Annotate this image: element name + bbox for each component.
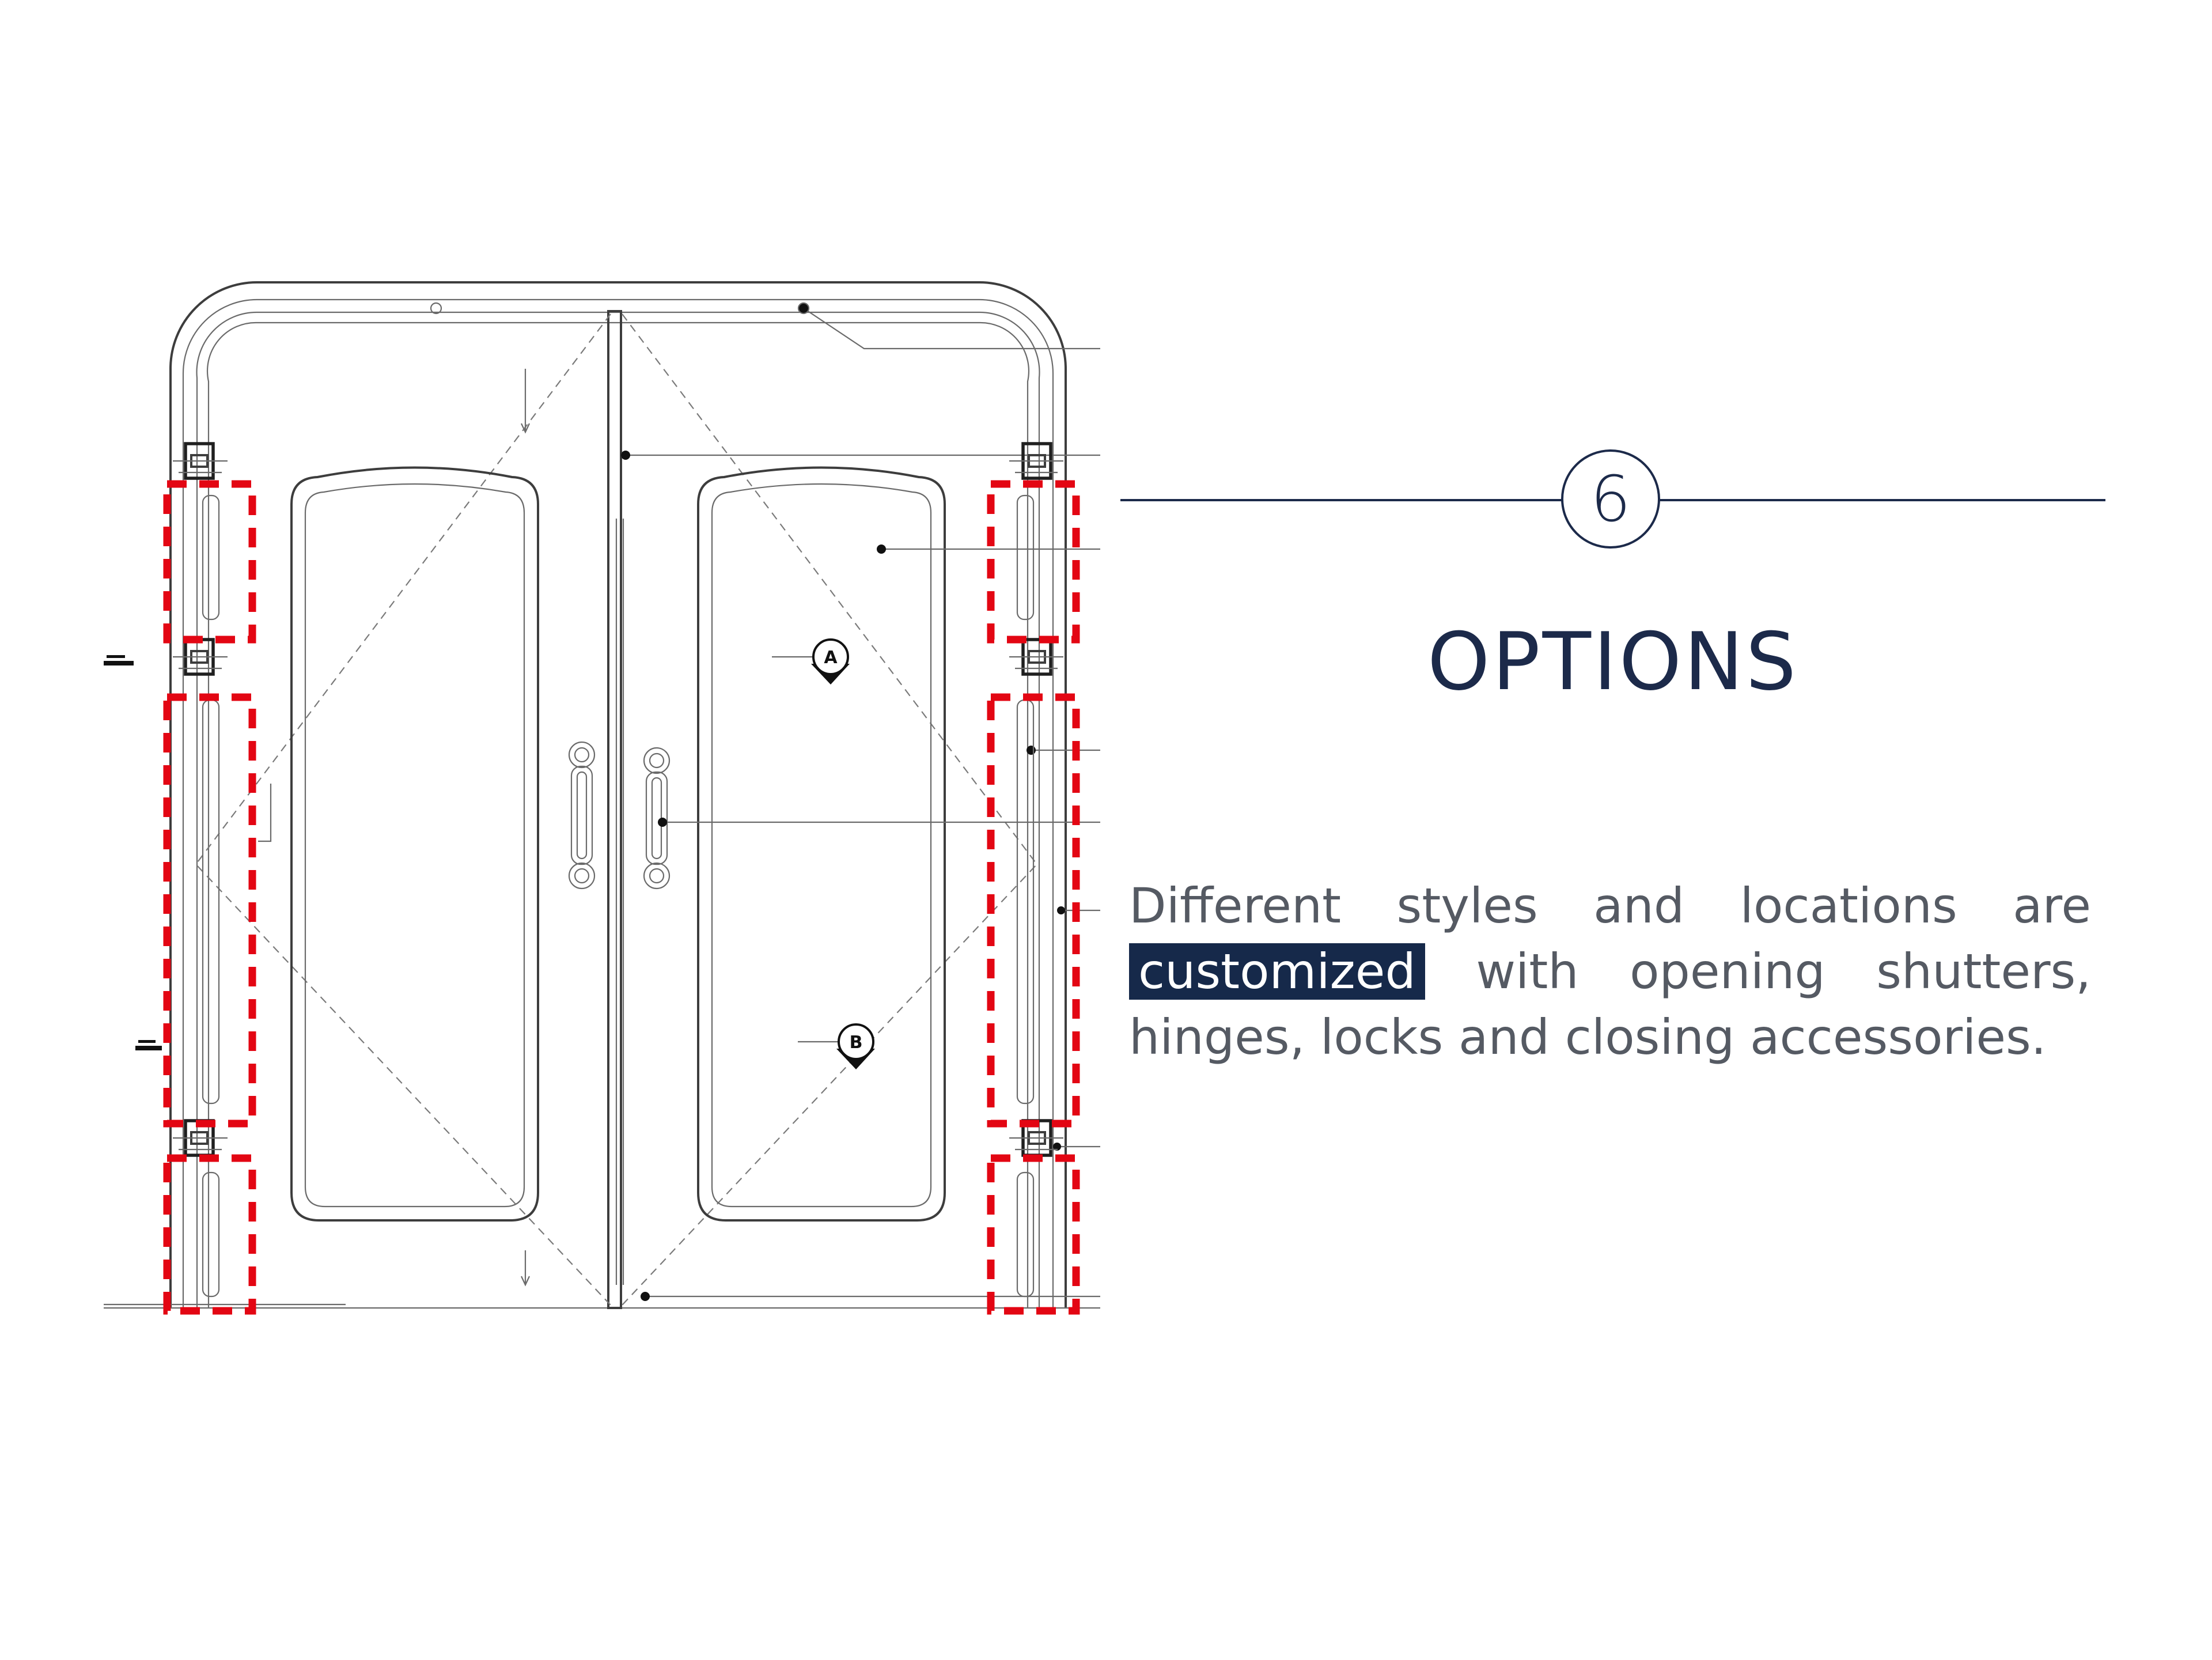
frame-outer-arch: [169, 281, 1067, 1308]
right-edge-gasket-slots: [1016, 494, 1035, 1298]
frame-inner-arch: [196, 311, 1040, 1308]
left-window-outer: [290, 466, 539, 1222]
right-leaf-swing-diagonal: [622, 313, 1038, 1306]
frame-inner-arch-2: [206, 322, 1030, 1308]
highlight-zone-right-bottom: [987, 1154, 1080, 1315]
right-window-inner: [711, 483, 932, 1208]
frame-mid-arch: [182, 298, 1054, 1308]
description-line-2: customized with opening shutters,: [1129, 939, 2091, 1004]
left-dimension-tick-4: [138, 1040, 156, 1043]
description-line-2-rest: with opening shutters,: [1476, 943, 2091, 1000]
left-hinge-middle: [173, 638, 228, 676]
step-number: 6: [1590, 462, 1631, 536]
step-number-badge: 6: [1561, 449, 1660, 549]
marker-label-a: A: [824, 648, 838, 668]
highlighted-word: customized: [1129, 943, 1425, 1000]
left-edge-gasket-slots: [202, 494, 220, 1298]
callout-leaders: [621, 304, 1100, 1301]
left-dimension-tick-3: [135, 1046, 162, 1050]
center-stile: [607, 310, 622, 1309]
marker-label-b: B: [850, 1033, 863, 1053]
highlight-zone-left-bottom: [163, 1154, 256, 1315]
right-hinge-top: [1009, 442, 1063, 480]
left-leaf-swing-diagonal: [195, 313, 611, 1306]
section-marker-a: A: [772, 638, 850, 685]
right-hinge-middle: [1009, 638, 1063, 676]
top-fixing-left: [430, 302, 442, 315]
left-hinge-top: [173, 442, 228, 480]
left-arrow-bottom: [521, 1250, 530, 1287]
left-door-handle: [568, 741, 596, 890]
highlight-zone-right-top: [987, 480, 1080, 644]
right-window-outer: [697, 466, 946, 1222]
section-marker-b: B: [798, 1023, 875, 1069]
left-dimension-tick-1: [104, 661, 134, 665]
left-window-inner: [304, 483, 525, 1208]
right-door-handle: [643, 747, 671, 890]
description-line-3: hinges, locks and closing accessories.: [1129, 1009, 2047, 1065]
top-fixing-right: [797, 302, 810, 315]
left-arrow-top: [521, 369, 530, 434]
description-text: Different styles and locations are custo…: [1129, 873, 2091, 1070]
highlight-zone-left-top: [163, 480, 256, 644]
highlight-zone-right-middle: [987, 693, 1080, 1128]
left-dimension-tick-2: [107, 655, 125, 658]
highlight-zone-left-middle: [163, 693, 256, 1128]
description-line-1: Different styles and locations are: [1129, 878, 2091, 934]
section-title: OPTIONS: [1427, 615, 1799, 708]
left-arrow-mid: [258, 784, 272, 842]
